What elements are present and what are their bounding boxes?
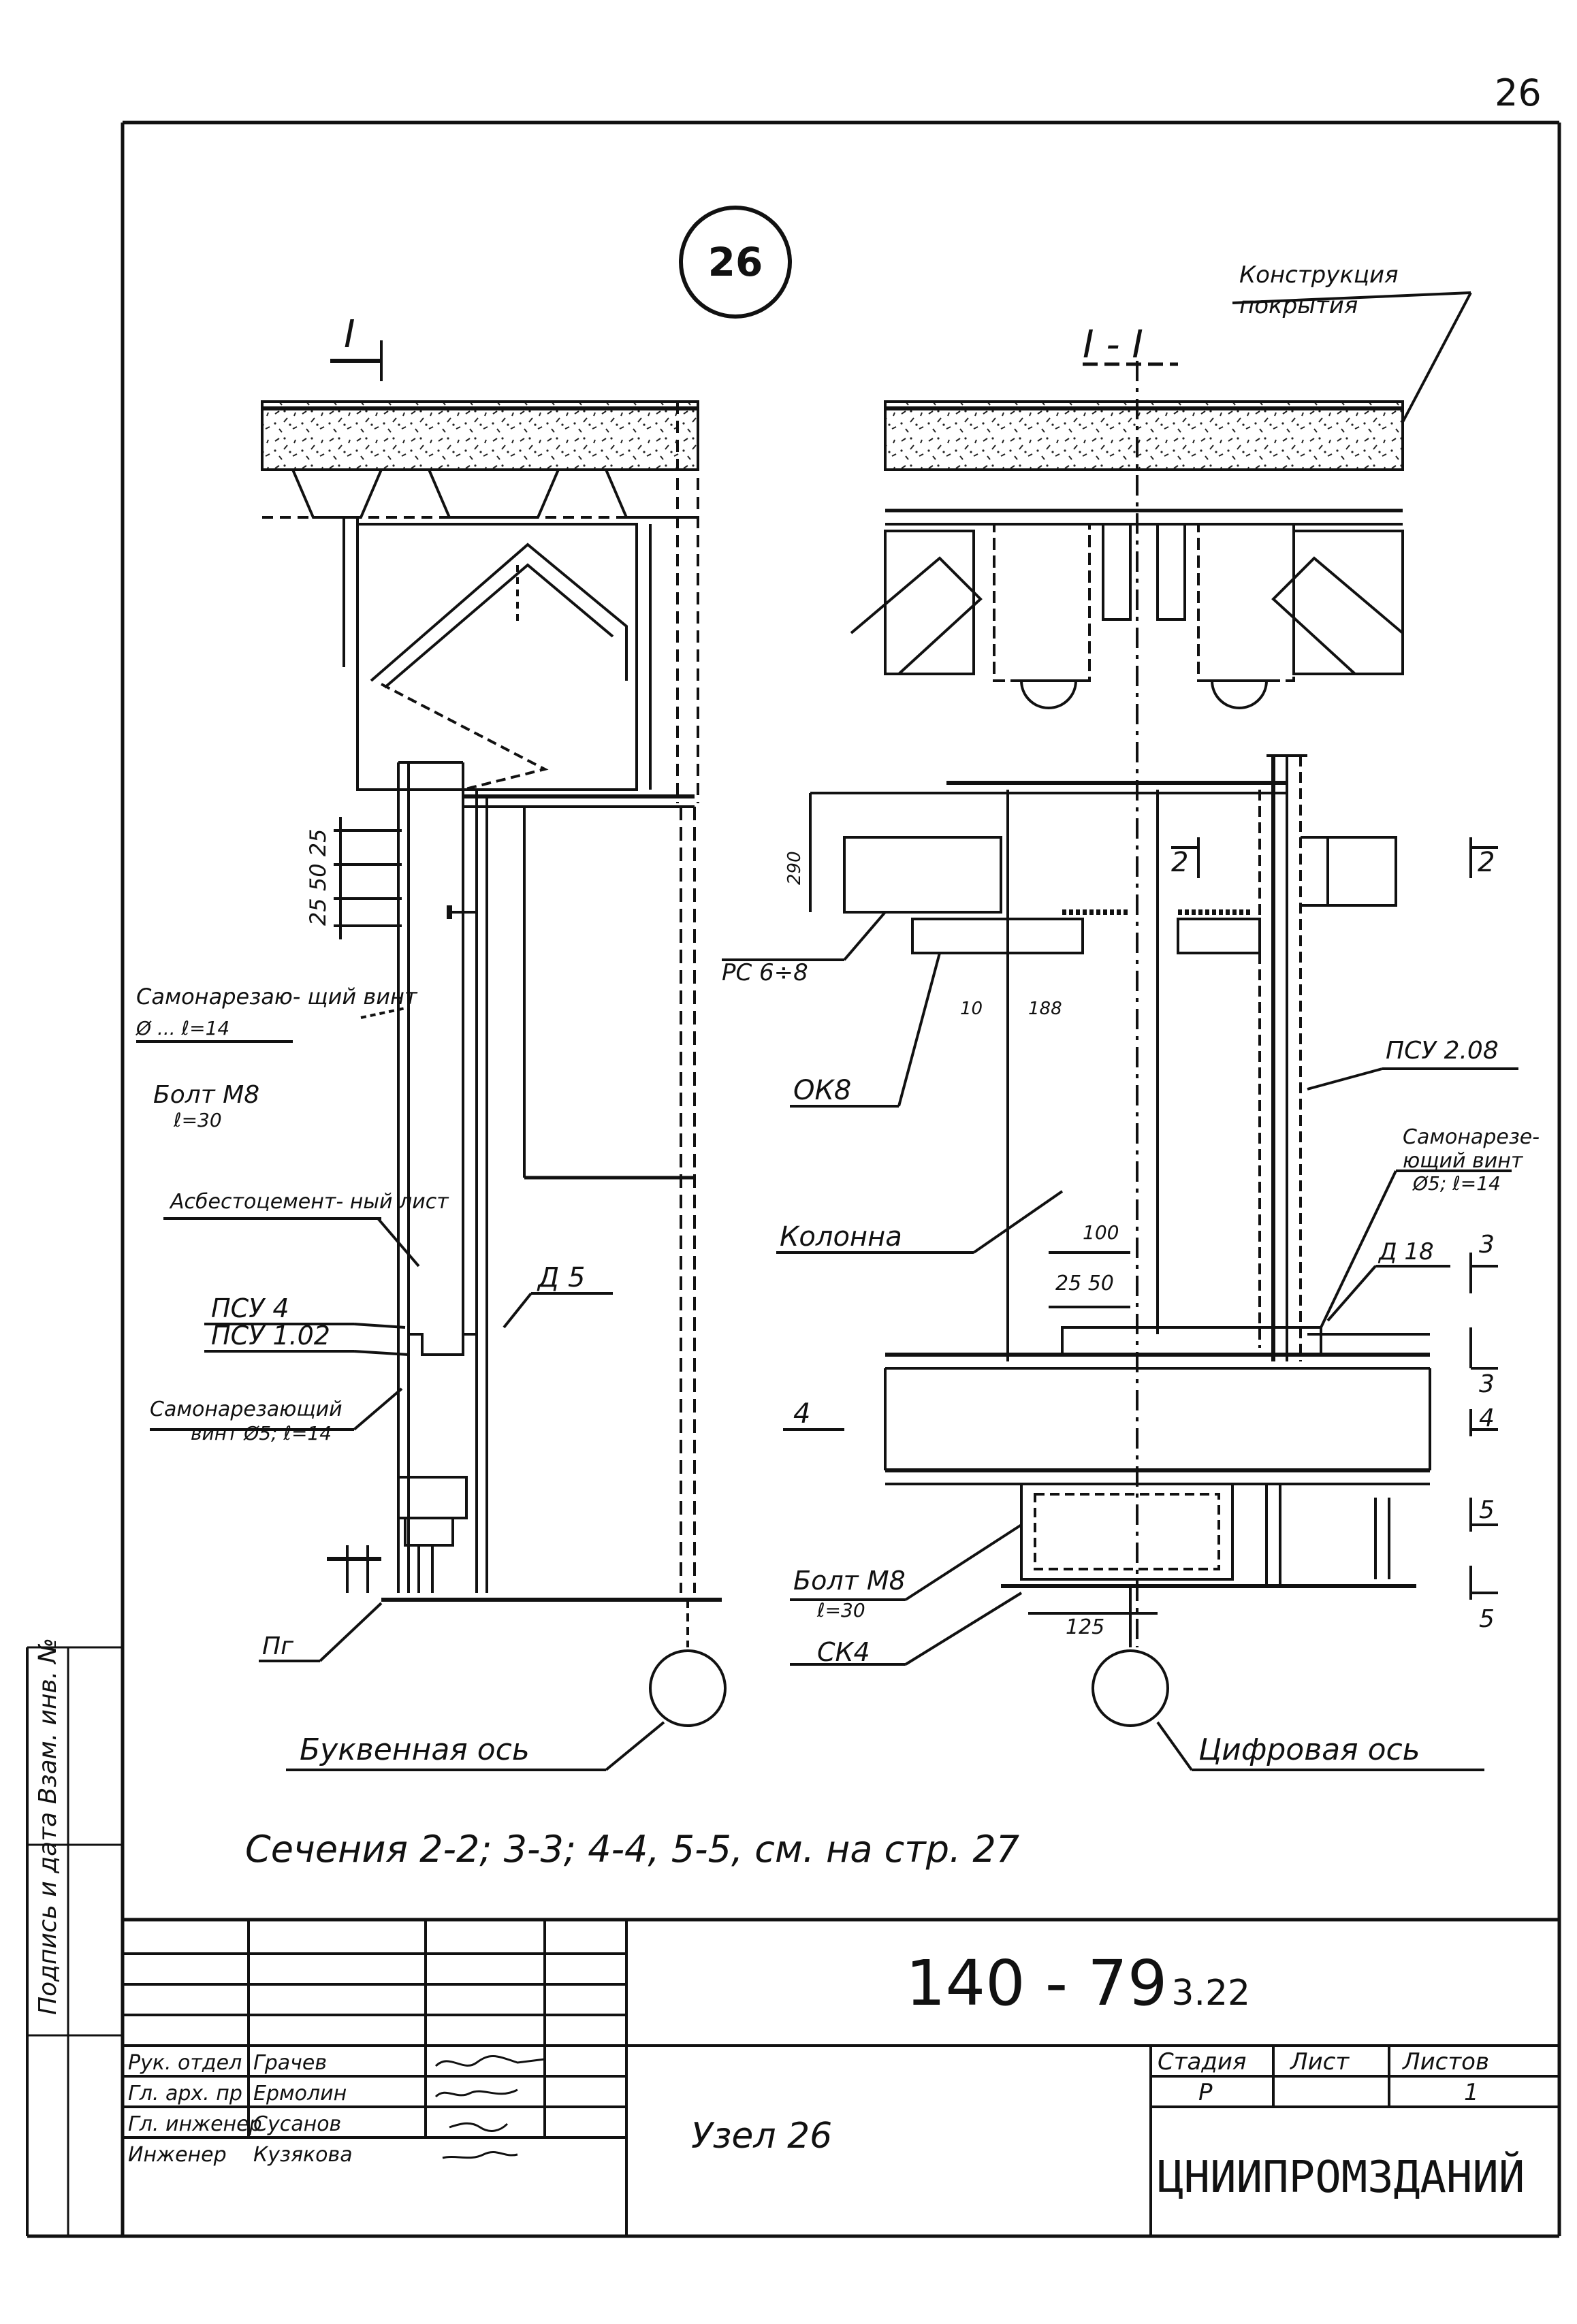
right-section-view: [722, 291, 1518, 1771]
left-label-psu4: ПСУ 4: [211, 1293, 289, 1323]
right-label-fs: РС 6÷8: [722, 959, 808, 986]
right-label-screw3: Самонарезе-: [1403, 1125, 1540, 1149]
right-sec2-right: 2: [1478, 847, 1495, 878]
sheets-value: 1: [1464, 2079, 1479, 2106]
page-number: 26: [1495, 71, 1542, 114]
right-sec5-top: 5: [1479, 1496, 1495, 1524]
right-dim-10: 10: [960, 999, 983, 1019]
left-label-screw1-size: Ø ... ℓ=14: [136, 1017, 229, 1039]
right-label-sk4: СК4: [817, 1637, 870, 1667]
node-marker: 26: [679, 206, 792, 319]
title-block: [123, 1920, 1559, 2236]
signature-row-role-2: Гл. арх. пр: [128, 2082, 242, 2105]
right-sec3-bottom: 3: [1479, 1370, 1495, 1398]
right-label-psu208: ПСУ 2.08: [1386, 1037, 1499, 1065]
right-label-d18: Д 18: [1377, 1238, 1434, 1265]
right-sec4-right: 4: [1479, 1404, 1495, 1432]
left-label-d5: Д 5: [537, 1262, 585, 1293]
left-label-floor: Пг: [262, 1632, 294, 1660]
left-label-asbestos: Асбестоцемент- ный лист: [169, 1190, 449, 1214]
side-stamp: Подпись и дата Взам. инв. №: [26, 1638, 123, 2236]
signatures: [434, 2055, 545, 2159]
signature-row-name-2: Ермолин: [253, 2082, 347, 2105]
drawing-code-main: 140 - 79: [906, 1947, 1167, 2020]
right-dim-2550: 25 50: [1055, 1272, 1114, 1295]
left-label-bolt: Болт М8: [153, 1081, 259, 1109]
right-sec2-left: 2: [1171, 847, 1188, 878]
section-title: I - I: [1083, 323, 1143, 367]
right-label-bolt-size: ℓ=30: [816, 1599, 865, 1621]
signature-row-name-1: Грачев: [253, 2051, 327, 2075]
right-label-screw3c: Ø5; ℓ=14: [1412, 1172, 1501, 1195]
left-label-screw1: Самонарезаю- щий винт: [136, 984, 418, 1010]
sheet-frame: [27, 120, 1561, 2238]
right-view-labels: I - I Конструкция покрытия РС 6÷8 ОК8 Ко…: [722, 261, 1540, 1767]
right-sec3-top: 3: [1479, 1231, 1495, 1259]
drawing-name: Узел 26: [691, 2116, 832, 2157]
signature-row-role-3: Гл. инженер: [128, 2112, 262, 2136]
left-label-bolt-size: ℓ=30: [173, 1109, 222, 1131]
left-dims-vertical: 25 50 25: [305, 829, 331, 926]
signature-row-role-1: Рук. отдел: [128, 2051, 242, 2075]
drawing-code-suffix: 3.22: [1171, 1973, 1250, 2014]
sheet-header: Лист: [1289, 2048, 1350, 2076]
right-sec4-left: 4: [793, 1398, 810, 1430]
right-label-roof: Конструкция: [1239, 261, 1399, 289]
right-label-ok8: ОК8: [793, 1075, 851, 1106]
node-number: 26: [708, 239, 763, 285]
axis-letter-label: Буквенная ось: [300, 1732, 530, 1767]
right-label-column: Колонна: [780, 1221, 902, 1253]
stage-value: Р: [1198, 2079, 1213, 2106]
signature-row-role-4: Инженер: [128, 2143, 227, 2167]
right-label-screw3b: ющий винт: [1403, 1149, 1524, 1173]
stage-header: Стадия: [1158, 2048, 1246, 2076]
section-mark-left: I: [344, 312, 355, 357]
right-dim-100: 100: [1083, 1221, 1119, 1244]
signature-row-name-3: Сусанов: [253, 2112, 341, 2136]
organization: ЦНИИПРОМЗДАНИЙ: [1158, 2151, 1525, 2203]
sections-note: Сечения 2-2; 3-3; 4-4, 5-5, см. на стр. …: [245, 1828, 1019, 1871]
left-label-screw2b: винт Ø5; ℓ=14: [191, 1422, 332, 1445]
right-label-bolt: Болт М8: [793, 1566, 906, 1596]
side-stamp-text: Подпись и дата Взам. инв. №: [34, 1638, 62, 2015]
left-label-screw2: Самонарезающий: [150, 1398, 343, 1421]
sheets-header: Листов: [1401, 2048, 1489, 2076]
right-dim-290: 290: [784, 851, 805, 885]
signature-row-name-4: Кузякова: [253, 2143, 353, 2167]
right-sec5-bottom: 5: [1479, 1605, 1495, 1633]
right-dim-125: 125: [1066, 1615, 1104, 1639]
left-label-psu102: ПСУ 1.02: [211, 1321, 330, 1351]
left-section-view: I: [136, 312, 727, 1771]
right-dim-188: 188: [1028, 999, 1062, 1019]
left-view-labels: Самонарезаю- щий винт Ø ... ℓ=14 Болт М8…: [136, 984, 585, 1767]
axis-digit-label: Цифровая ось: [1198, 1732, 1420, 1767]
right-label-roof-b: покрытия: [1239, 292, 1358, 319]
